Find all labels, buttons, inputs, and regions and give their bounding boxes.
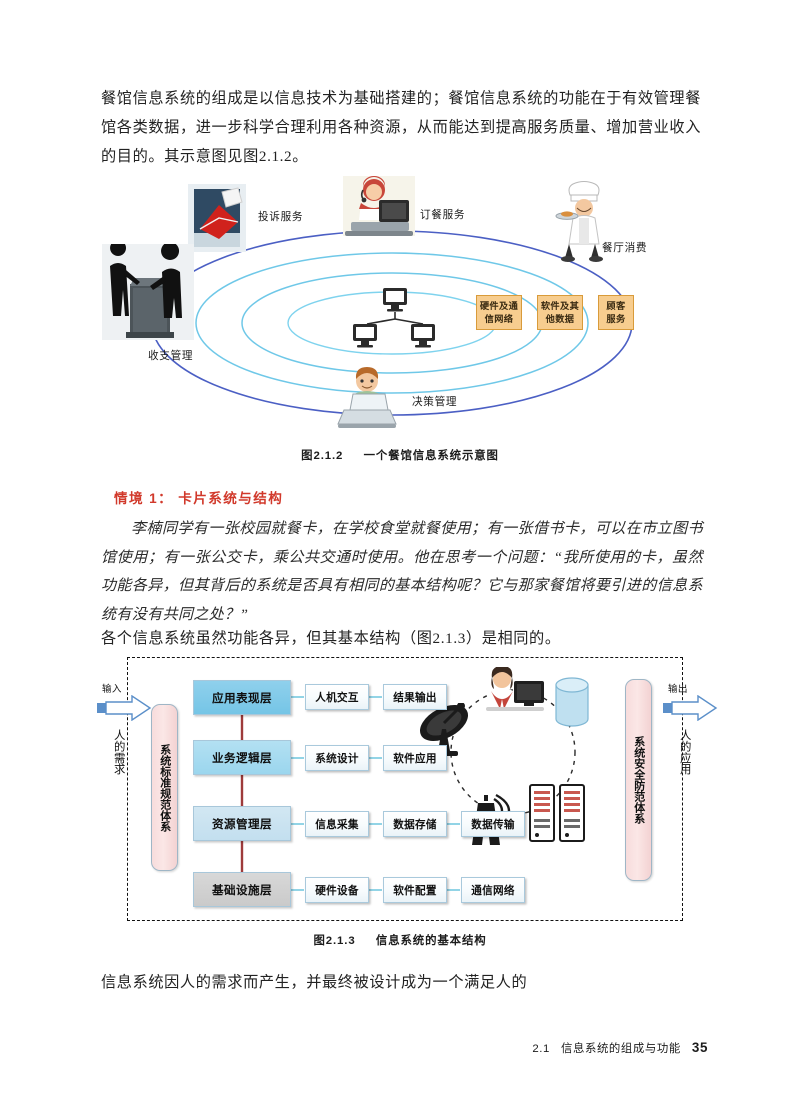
figure-restaurant-information-system: 投诉服务 订餐服务 [100, 176, 710, 442]
person-at-computer-icon [486, 667, 544, 711]
scenario-body: 李楠同学有一张校园就餐卡，在学校食堂就餐使用；有一张借书卡，可以在市立图书馆使用… [101, 515, 703, 629]
subbox-label: 硬件设备 [315, 884, 359, 897]
orange-box-customer-service: 顾客 服务 [598, 295, 634, 330]
order-service-icon [343, 176, 415, 236]
subbox-software-application: 软件应用 [383, 745, 447, 771]
paragraph-structure-intro: 各个信息系统虽然功能各异，但其基本结构（图2.1.3）是相同的。 [101, 630, 561, 647]
pillar-right-text: 系统安全防范体系 [632, 736, 645, 824]
subbox-system-design: 系统设计 [305, 745, 369, 771]
complaint-service-icon [188, 184, 246, 252]
layer-label: 应用表现层 [212, 691, 272, 705]
output-arrow-icon [663, 695, 718, 721]
scenario-body-text: 李楠同学有一张校园就餐卡，在学校食堂就餐使用；有一张借书卡，可以在市立图书馆使用… [101, 521, 703, 623]
layer-label: 资源管理层 [212, 817, 272, 831]
orange-box-line1: 硬件及通 [479, 301, 519, 311]
orange-box-line2: 信网络 [484, 313, 514, 324]
orange-box-line1: 顾客 [606, 301, 626, 311]
input-vertical-label: 人的需求 [109, 729, 125, 781]
subbox-information-collection: 信息采集 [305, 811, 369, 837]
layer-label: 业务逻辑层 [212, 751, 272, 765]
scenario-heading: 情境 1： 卡片系统与结构 [114, 491, 284, 506]
label-decision-management: 决策管理 [412, 396, 458, 408]
figure-213-title: 信息系统的基本结构 [375, 935, 487, 947]
subbox-label: 结果输出 [393, 691, 437, 704]
layer-infrastructure: 基础设施层 [193, 872, 291, 907]
pillar-system-security: 系统安全防范体系 [625, 679, 652, 881]
subbox-software-configuration: 软件配置 [383, 877, 447, 903]
pillar-left-text: 系统标准规范体系 [158, 743, 171, 832]
layer-resource-management: 资源管理层 [193, 806, 291, 841]
input-arrow-label: 输入 [102, 684, 122, 695]
satellite-dish-icon [419, 703, 469, 756]
footer-section-number: 2.1 [532, 1043, 550, 1055]
orange-box-hardware-network: 硬件及通 信网络 [476, 295, 522, 330]
output-vertical-text: 人的应用 [678, 729, 691, 775]
database-cylinder-icon [555, 677, 589, 727]
figure-information-system-structure: 输入 人的需求 输出 人的应用 [88, 655, 728, 923]
figure-213-number: 图2.1.3 [313, 935, 356, 947]
label-complaint-service: 投诉服务 [258, 211, 304, 223]
layer-business-logic: 业务逻辑层 [193, 740, 291, 775]
orange-box-line2: 他数据 [545, 313, 575, 324]
input-arrow-icon [97, 695, 152, 721]
label-revenue-management: 收支管理 [148, 350, 194, 362]
subbox-label: 软件配置 [393, 884, 437, 897]
subbox-human-computer-interaction: 人机交互 [305, 684, 369, 710]
restaurant-consume-icon [555, 181, 603, 262]
subbox-label: 信息采集 [315, 818, 359, 831]
subbox-label: 数据存储 [393, 818, 437, 831]
subbox-result-output: 结果输出 [383, 684, 447, 710]
subbox-label: 数据传输 [471, 818, 515, 831]
subbox-label: 软件应用 [393, 752, 437, 765]
subbox-data-transmission: 数据传输 [461, 811, 525, 837]
figure-212-caption: 图2.1.2 一个餐馆信息系统示意图 [0, 447, 800, 463]
server-rack-icon [529, 784, 585, 842]
paragraph-closing: 信息系统因人的需求而产生，并最终被设计成为一个满足人的 [101, 974, 528, 991]
page-footer: 2.1 信息系统的组成与功能 35 [532, 1040, 708, 1056]
central-network-icon [353, 288, 435, 348]
subbox-data-storage: 数据存储 [383, 811, 447, 837]
output-arrow-label: 输出 [668, 684, 688, 695]
paragraph-intro: 餐馆信息系统的组成是以信息技术为基础搭建的；餐馆信息系统的功能在于有效管理餐馆各… [101, 90, 701, 165]
orange-box-line2: 服务 [606, 313, 626, 324]
subbox-label: 人机交互 [315, 691, 359, 704]
subbox-communication-network: 通信网络 [461, 877, 525, 903]
output-vertical-label: 人的应用 [675, 729, 691, 781]
layer-label: 基础设施层 [212, 883, 272, 897]
label-order-service: 订餐服务 [420, 209, 466, 221]
figure-212-title: 一个餐馆信息系统示意图 [363, 450, 499, 462]
orange-box-line1: 软件及其 [540, 301, 580, 311]
subbox-label: 系统设计 [315, 752, 359, 765]
decision-management-icon [337, 367, 397, 428]
revenue-management-icon [102, 244, 194, 340]
layer-application-presentation: 应用表现层 [193, 680, 291, 715]
label-restaurant-consume: 餐厅消费 [602, 242, 648, 254]
subbox-hardware-equipment: 硬件设备 [305, 877, 369, 903]
input-vertical-text: 人的需求 [112, 729, 125, 775]
footer-section-title: 信息系统的组成与功能 [560, 1043, 681, 1055]
orange-box-software-data: 软件及其 他数据 [537, 295, 583, 330]
footer-page-number: 35 [691, 1040, 708, 1055]
figure-212-number: 图2.1.2 [301, 450, 344, 462]
subbox-label: 通信网络 [471, 884, 515, 897]
pillar-system-standards: 系统标准规范体系 [151, 704, 178, 871]
figure-213-caption: 图2.1.3 信息系统的基本结构 [0, 932, 800, 948]
